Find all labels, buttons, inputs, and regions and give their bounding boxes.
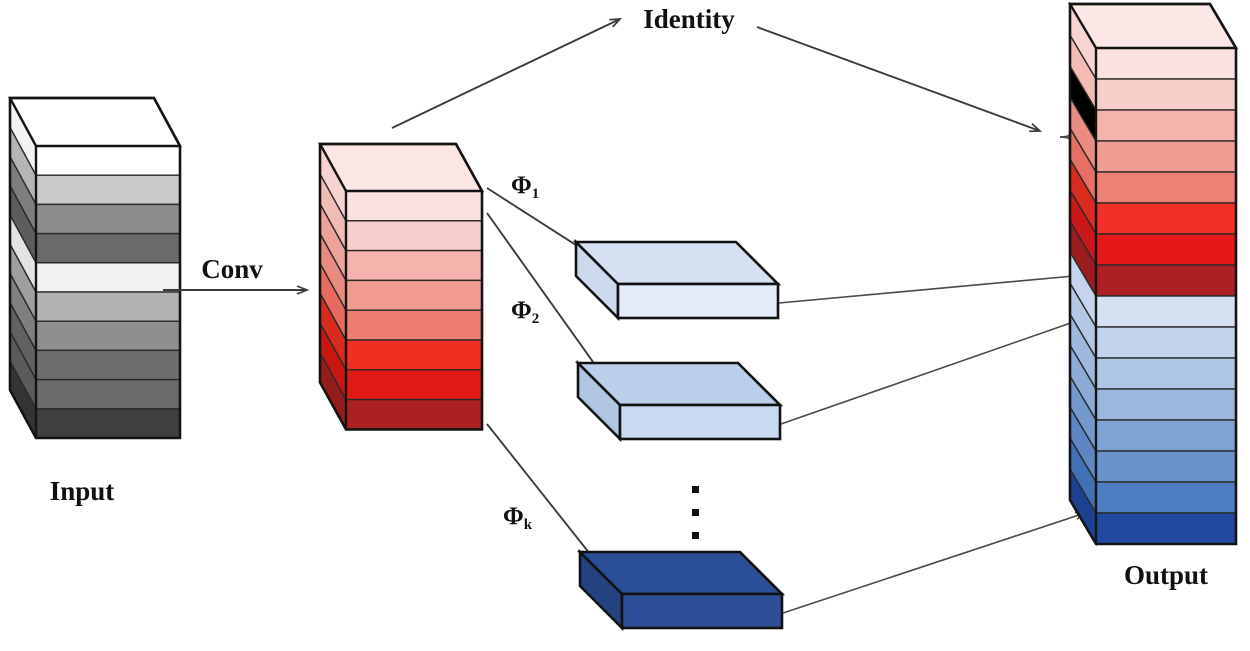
- identity-label: Identity: [643, 4, 735, 34]
- output-stack-silhouette: [1068, 2, 1238, 546]
- input-stack-layer-6: [35, 291, 181, 322]
- output-stack-layer-13: [1095, 419, 1237, 452]
- input-stack: [7, 96, 183, 440]
- phi1-label: Φ1: [511, 172, 539, 202]
- output-stack-layer-10: [1095, 326, 1237, 359]
- input-stack-side-faces: [9, 97, 37, 439]
- input-stack-top-face: [7, 96, 183, 148]
- conv-stack-layer-8: [345, 398, 483, 431]
- output-stack-layer-2: [1095, 78, 1237, 111]
- output-stack-layer-6: [1095, 202, 1237, 235]
- phi2-symbol: Φ: [511, 297, 532, 324]
- conv-stack-layer-6: [345, 339, 483, 371]
- identity-arrow-out: [391, 18, 623, 129]
- output-stack-layer-9: [1095, 295, 1237, 328]
- input-stack-layer-2: [35, 174, 181, 206]
- output-stack-side-faces: [1069, 1, 1097, 547]
- phi1-symbol: Φ: [511, 172, 532, 199]
- output-stack: [1067, 1, 1239, 547]
- input-stack-silhouette: [8, 96, 182, 440]
- output-stack-layer-3: [1095, 109, 1237, 142]
- conv-stack-layer-3: [345, 249, 483, 282]
- output-stack-layer-1: [1095, 47, 1237, 80]
- ghost-slab-k: [576, 548, 786, 632]
- output-stack-layer-12: [1095, 388, 1237, 421]
- ghost-slabs: [572, 238, 786, 632]
- input-stack-layer-7: [35, 320, 181, 352]
- ghost-slab-2-front: [618, 403, 782, 441]
- conv-stack-outline: [318, 142, 484, 431]
- output-stack-layer-16: [1095, 512, 1237, 545]
- output-stack-outline: [1068, 2, 1238, 546]
- input-stack-layer-1: [35, 145, 181, 176]
- ghost-slab-2: [574, 359, 784, 443]
- phik-subscript: k: [524, 517, 533, 533]
- slab2-out-arrow: [780, 317, 1088, 425]
- phik-label: Φk: [503, 503, 533, 533]
- output-stack-layer-5: [1095, 171, 1237, 204]
- input-stack-top: [7, 96, 183, 148]
- conv-stack-layer-4: [345, 279, 483, 311]
- conv-stack-layer-5: [345, 309, 483, 341]
- phik-symbol: Φ: [503, 503, 524, 530]
- conv-stack-top: [317, 142, 485, 193]
- conv-stack-silhouette: [318, 142, 484, 431]
- input-stack-front-faces: [35, 145, 181, 439]
- input-label: Input: [50, 476, 115, 506]
- output-stack-layer-14: [1095, 450, 1237, 483]
- input-stack-layer-9: [35, 378, 181, 410]
- vertical-ellipsis: [692, 486, 699, 539]
- input-stack-layer-4: [35, 232, 181, 264]
- identity-arrow-in: [756, 26, 1043, 133]
- phi1-subscript: 1: [532, 186, 540, 202]
- input-stack-layer-3: [35, 203, 181, 235]
- conv-stack: [317, 142, 485, 431]
- phi2-label: Φ2: [511, 297, 539, 327]
- conv-stack-layer-2: [345, 220, 483, 252]
- input-stack-outline: [8, 96, 182, 440]
- conv-stack-layer-7: [345, 369, 483, 401]
- phi2-subscript: 2: [532, 311, 540, 327]
- slab1-out-arrow: [778, 271, 1088, 304]
- ghost-slab-k-front: [620, 592, 784, 630]
- output-stack-layer-7: [1095, 233, 1237, 266]
- output-label: Output: [1124, 560, 1208, 590]
- output-stack-layer-8: [1095, 264, 1237, 297]
- ghost-slab-1: [572, 238, 782, 322]
- output-stack-layer-11: [1095, 357, 1237, 390]
- output-stack-layer-4: [1095, 140, 1237, 173]
- conv-stack-front-faces: [345, 190, 483, 431]
- conv-label: Conv: [201, 254, 263, 284]
- input-stack-layer-8: [35, 349, 181, 381]
- output-stack-layer-15: [1095, 481, 1237, 514]
- conv-stack-top-face: [317, 142, 485, 193]
- conv-stack-side-faces: [319, 143, 347, 430]
- conv-stack-layer-1: [345, 190, 483, 222]
- output-stack-top: [1067, 2, 1239, 50]
- input-stack-layer-5: [35, 262, 181, 293]
- output-stack-front-faces: [1095, 47, 1237, 545]
- input-stack-layer-10: [35, 408, 181, 439]
- output-stack-top-face: [1067, 2, 1239, 50]
- slabk-out-arrow: [782, 511, 1088, 614]
- phi2-arrow: [486, 212, 615, 392]
- ghost-slab-1-front: [616, 282, 780, 320]
